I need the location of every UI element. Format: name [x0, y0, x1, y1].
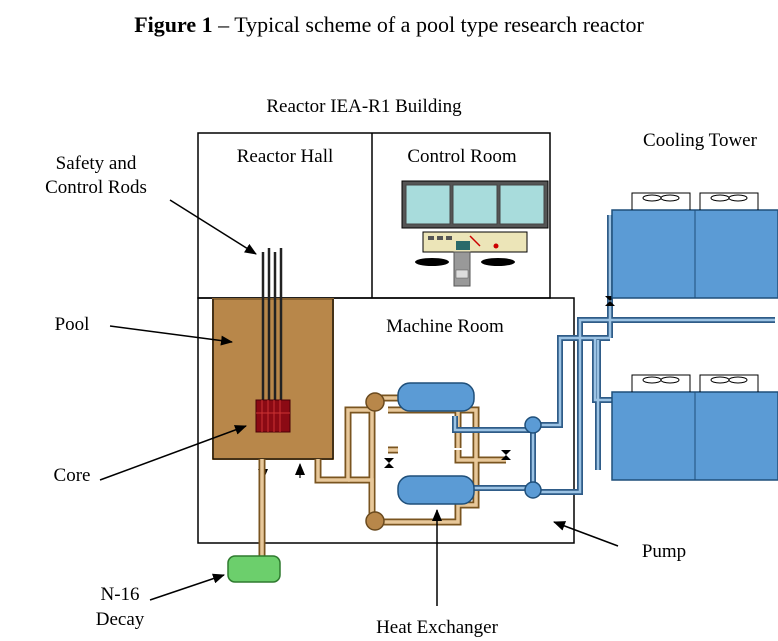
- heat-exchanger-upper: [397, 382, 475, 412]
- figure-title: Figure 1 – Typical scheme of a pool type…: [0, 12, 778, 38]
- n16-label-line2: Decay: [96, 609, 145, 630]
- cooling-tower-label: Cooling Tower: [643, 130, 758, 151]
- reactor-core: [255, 399, 291, 433]
- control-rods: [261, 248, 283, 405]
- core-label: Core: [54, 465, 91, 486]
- reactor-hall-label: Reactor Hall: [237, 146, 334, 167]
- primary-pump-lower: [365, 511, 385, 531]
- cooling-tower-upper: [611, 192, 778, 299]
- secondary-pipes-inner: [453, 215, 775, 494]
- figure-label: Figure 1: [134, 12, 213, 37]
- figure-caption: Typical scheme of a pool type research r…: [234, 12, 644, 37]
- pointer-arrows: [99, 199, 619, 606]
- n16-decay-tank: [227, 555, 281, 583]
- heat-exchanger-lower: [397, 475, 475, 505]
- secondary-pump-upper: [524, 416, 542, 434]
- heat-exchanger-label: Heat Exchanger: [376, 617, 499, 638]
- rods-label-line1: Safety and: [56, 153, 137, 174]
- primary-pump-upper: [365, 392, 385, 412]
- pool-label: Pool: [55, 314, 90, 335]
- machine-room-label: Machine Room: [386, 316, 504, 337]
- valve-icons: [384, 296, 615, 468]
- cooling-tower-lower: [611, 374, 778, 481]
- flow-arrows: [258, 463, 305, 481]
- building-outline: [197, 132, 575, 544]
- pump-label: Pump: [642, 541, 686, 562]
- figure-separator: –: [212, 12, 235, 37]
- control-console: [401, 180, 549, 287]
- control-room-label: Control Room: [407, 146, 516, 167]
- secondary-pump-lower: [524, 481, 542, 499]
- building-label: Reactor IEA-R1 Building: [266, 96, 462, 117]
- rods-label-line2: Control Rods: [45, 177, 147, 198]
- pool: [212, 298, 334, 460]
- n16-label-line1: N-16: [100, 584, 139, 605]
